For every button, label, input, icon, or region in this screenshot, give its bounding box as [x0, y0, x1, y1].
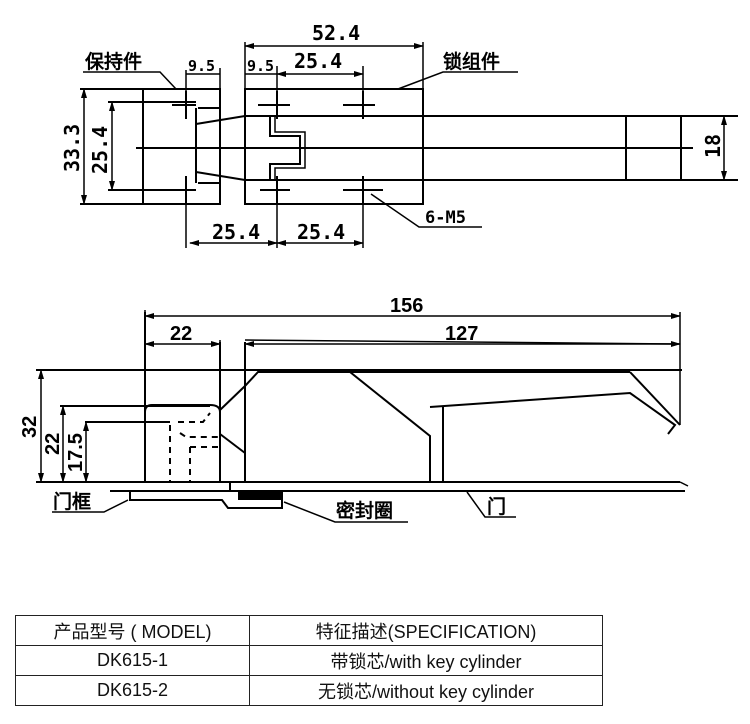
- dim-156: 156: [390, 295, 423, 317]
- label-door: 门: [487, 495, 506, 518]
- cell-model: DK615-1: [15, 645, 250, 676]
- dim-9-5-lock: 9.5: [247, 57, 274, 75]
- side-view: 156 22 127 32 22 17.5 门框 密封圈 门: [19, 295, 689, 523]
- screw-hole-icon: [258, 91, 290, 119]
- dim-25-4-height: 25.4: [88, 126, 112, 174]
- header-specification: 特征描述(SPECIFICATION): [249, 615, 603, 646]
- seal-block: [238, 491, 282, 500]
- dim-33-3: 33.3: [60, 124, 84, 172]
- dim-25-4-bottom-right: 25.4: [297, 220, 345, 244]
- header-model: 产品型号 ( MODEL): [15, 615, 250, 646]
- screw-hole-icon: [172, 176, 196, 204]
- dim-22-height: 22: [42, 433, 64, 455]
- dim-17-5: 17.5: [65, 433, 87, 472]
- dim-22-depth: 22: [170, 323, 192, 345]
- table-header-row: 产品型号 ( MODEL) 特征描述(SPECIFICATION): [15, 615, 603, 646]
- dim-32: 32: [19, 416, 41, 438]
- label-door-frame: 门框: [53, 490, 91, 513]
- table-row: DK615-2 无锁芯/without key cylinder: [15, 675, 603, 706]
- lock-block: [136, 88, 738, 205]
- label-screws: 6-M5: [425, 208, 466, 228]
- cell-specification: 带锁芯/with key cylinder: [249, 645, 603, 676]
- technical-drawing: 52.4 9.5 9.5 25.4 33.3 25.4 25.4 25.4 18…: [19, 21, 738, 523]
- dim-25-4-lock: 25.4: [294, 49, 342, 73]
- label-retainer: 保持件: [84, 50, 142, 73]
- label-seal: 密封圈: [336, 499, 393, 522]
- cell-model: DK615-2: [15, 675, 250, 706]
- dim-18: 18: [701, 134, 725, 158]
- screw-hole-icon: [260, 176, 290, 204]
- cell-specification: 无锁芯/without key cylinder: [249, 675, 603, 706]
- screw-hole-icon: [343, 176, 383, 204]
- specification-table: 产品型号 ( MODEL) 特征描述(SPECIFICATION) DK615-…: [15, 615, 603, 706]
- table-row: DK615-1 带锁芯/with key cylinder: [15, 645, 603, 676]
- dim-25-4-bottom-left: 25.4: [212, 220, 260, 244]
- screw-hole-icon: [343, 91, 375, 119]
- screw-holes: [172, 91, 383, 204]
- label-lock-assembly: 锁组件: [443, 50, 500, 73]
- screw-hole-icon: [172, 91, 196, 119]
- dim-9-5-retainer: 9.5: [188, 57, 215, 75]
- dim-52-4: 52.4: [312, 21, 360, 45]
- top-view: 52.4 9.5 9.5 25.4 33.3 25.4 25.4 25.4 18…: [60, 21, 738, 248]
- dim-127: 127: [445, 323, 478, 345]
